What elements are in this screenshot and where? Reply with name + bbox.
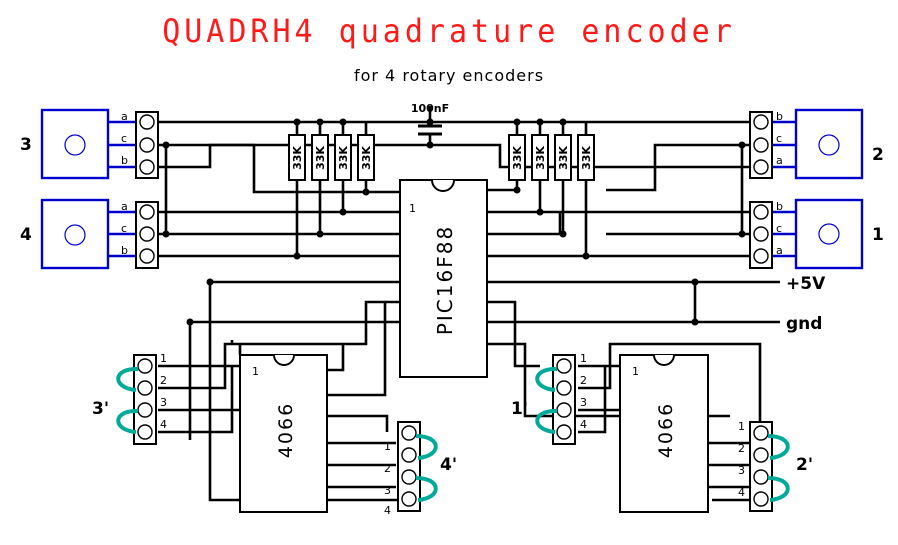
jumper-pin-label: 4 [160,418,167,431]
jumper-header-2prime: 1 2 3 4 2' [738,420,813,512]
encoder-3: a c b 3 [20,108,159,180]
resistor [531,134,549,181]
vcc-label: +5V [786,274,826,294]
resistor [311,134,329,181]
encoder-4: a c b 4 [20,198,159,270]
resistors: 33K 33K 33K 33K 33K 33K 33K 33K [288,134,595,181]
resistor [288,134,306,181]
encoder-pin-label: c [776,222,782,235]
switch-ic-pin1: 1 [252,365,259,378]
jumper-pin-label: 4 [580,418,587,431]
diagram-title: QUADRH4 quadrature encoder [162,12,736,51]
gnd-label: gnd [786,314,822,334]
wires [158,106,780,502]
encoder-pin-label: c [121,132,127,145]
encoder-2: b c a 2 [749,108,884,180]
jumper-header-3prime: 1 2 3 4 3' [92,352,167,445]
jumper-pin-label: 1 [738,420,745,433]
jumper-pin-label: 4 [738,486,745,499]
encoder-pin-label: b [121,244,128,257]
jumper-pin-label: 1 [384,440,391,453]
encoder-pin-label: c [776,132,782,145]
switch-ic-label: 4066 [655,402,677,458]
mcu-label: PIC16F88 [433,225,457,335]
jumper-pin-label: 2 [384,462,391,475]
resistor [508,134,526,181]
encoder-pin-label: b [776,200,783,213]
jumper-pin-label: 3 [580,396,587,409]
jumper-header-label: 4' [440,455,457,475]
junction-dots [162,118,746,326]
resistor-label: 33K [557,146,570,170]
resistor-label: 33K [534,146,547,170]
jumper-header-label: 1' [511,399,528,419]
switch-ic-left: 1 4066 [239,354,328,513]
jumper-pin-label: 3 [738,464,745,477]
resistor [554,134,572,181]
encoder-pin-label: a [121,110,128,123]
jumper-pin-label: 4 [384,504,391,517]
diagram-subtitle: for 4 rotary encoders [353,66,545,85]
resistor-label: 33K [580,146,593,170]
encoder-number: 4 [20,225,32,245]
jumper-pin-label: 1 [160,352,167,365]
encoder-pin-label: c [121,222,127,235]
switch-ic-right: 1 4066 [619,354,709,513]
resistor-label: 33K [337,146,350,170]
mcu-pin1: 1 [409,202,416,215]
jumper-pin-label: 2 [580,374,587,387]
encoder-1: b c a 1 [749,198,884,270]
resistor-label: 33K [314,146,327,170]
jumper-pin-label: 1 [580,352,587,365]
jumper-pin-label: 2 [738,442,745,455]
jumper-header-label: 2' [796,455,813,475]
resistor [577,134,595,181]
resistor [334,134,352,181]
resistor-label: 33K [360,146,373,170]
resistor-label: 33K [291,146,304,170]
jumper-pin-label: 3 [160,396,167,409]
mcu-chip: 1 PIC16F88 [399,179,488,378]
switch-ic-label: 4066 [275,402,297,458]
jumper-header-1prime: 1 2 3 4 1' [511,352,587,445]
capacitor: 100nF [411,102,449,136]
capacitor-label: 100nF [411,102,449,115]
encoder-pin-label: b [121,154,128,167]
encoder-pin-label: b [776,110,783,123]
jumper-pin-label: 2 [160,374,167,387]
encoder-number: 2 [872,145,884,165]
jumper-header-label: 3' [92,399,109,419]
resistor-label: 33K [511,146,524,170]
encoder-pin-label: a [776,244,783,257]
jumper-pin-label: 3 [384,484,391,497]
encoder-number: 1 [872,225,884,245]
encoder-number: 3 [20,135,32,155]
encoder-pin-label: a [121,200,128,213]
switch-ic-pin1: 1 [632,365,639,378]
jumper-header-4prime: 1 2 3 4 4' [384,421,457,517]
encoder-pin-label: a [776,154,783,167]
resistor [357,134,375,181]
